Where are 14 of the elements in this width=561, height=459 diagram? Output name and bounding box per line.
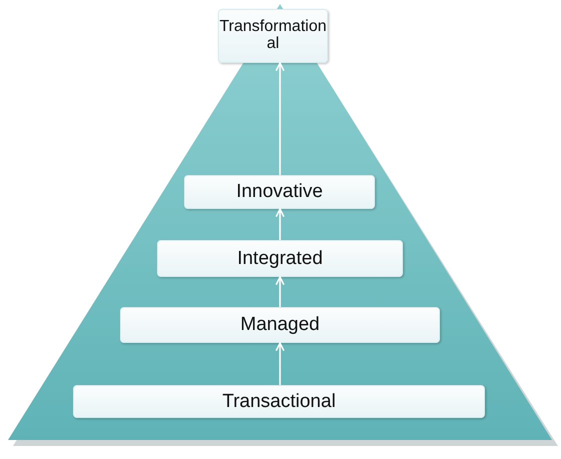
level-box	[120, 307, 440, 343]
level-box	[157, 240, 403, 277]
arrow	[275, 208, 285, 240]
level-box	[184, 175, 375, 209]
arrow	[275, 276, 285, 307]
level-label: Integrated	[237, 248, 323, 268]
level-box	[218, 9, 328, 63]
arrow	[275, 342, 285, 385]
level-label: Transactional	[222, 392, 336, 412]
level-label: Managed	[240, 315, 320, 335]
arrow	[275, 62, 285, 175]
level-label: Innovative	[236, 182, 323, 202]
level-label: Transformational	[219, 19, 327, 53]
level-box	[73, 385, 485, 418]
